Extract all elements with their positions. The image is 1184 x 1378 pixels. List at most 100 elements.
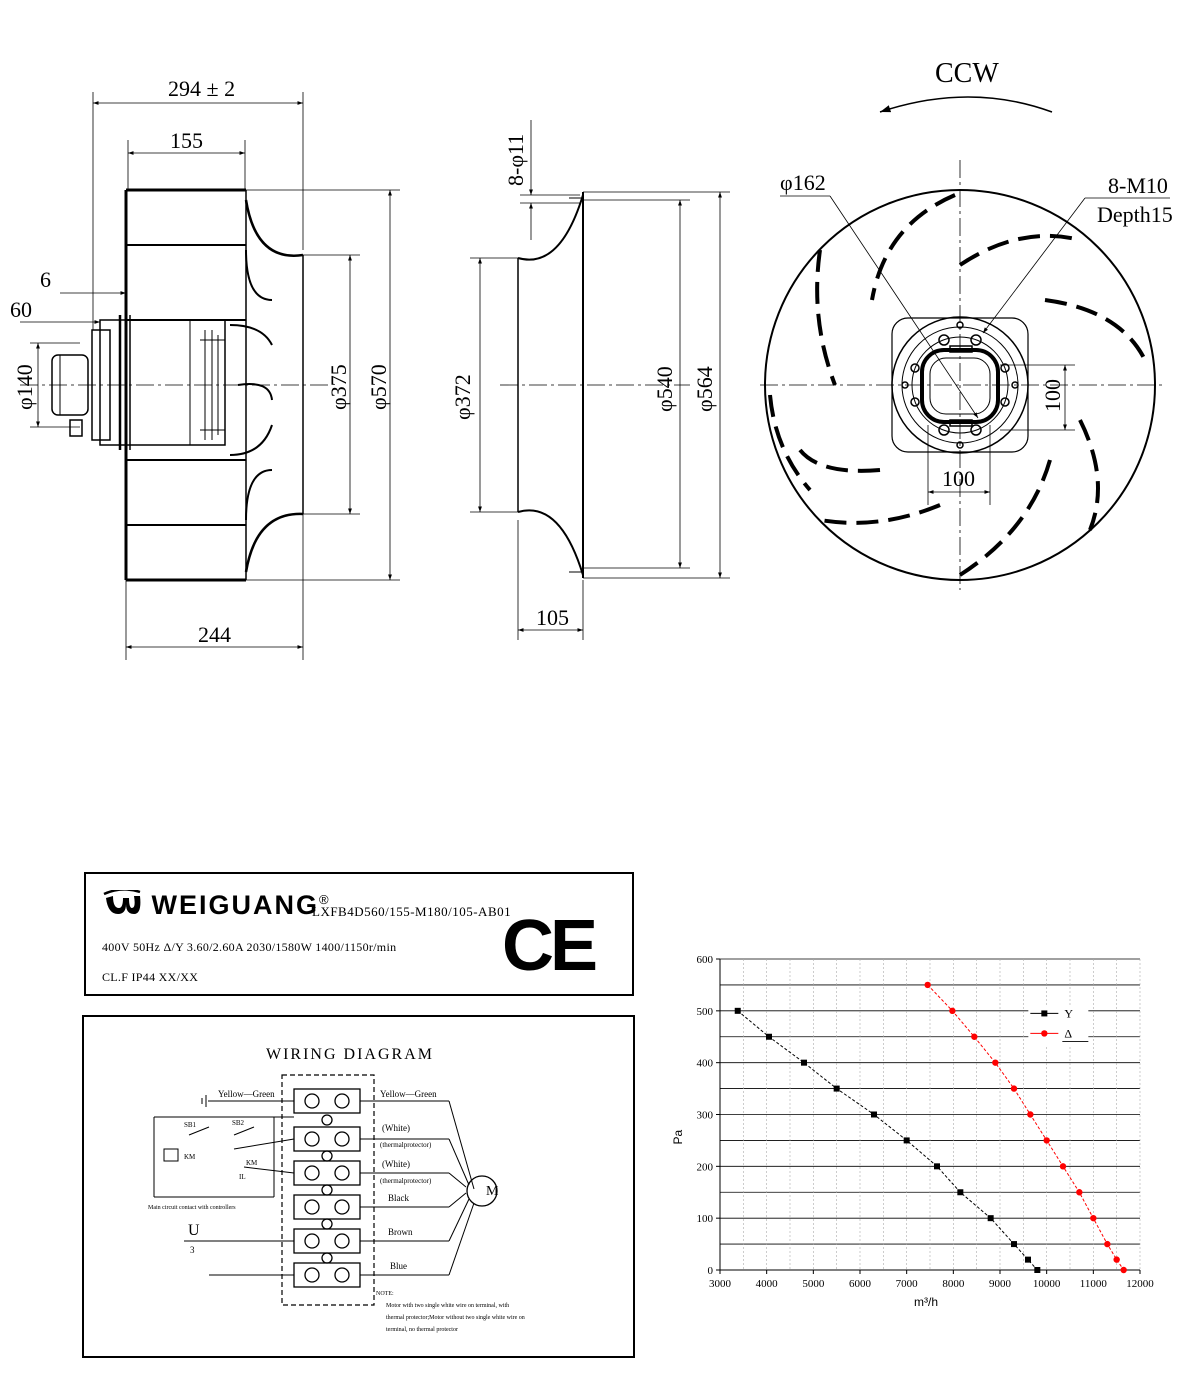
data-point xyxy=(1104,1240,1111,1248)
dim-d375: φ375 xyxy=(326,364,351,410)
legend-label: Δ xyxy=(1064,1026,1072,1040)
front-view-labels: CCW φ162 8-M10 Depth15 100 100 xyxy=(780,58,1173,491)
note-line-2: thermal protector;Motor without two sing… xyxy=(386,1315,525,1321)
dim-d372: φ372 xyxy=(450,374,475,420)
legend-marker xyxy=(1041,1030,1048,1037)
dim-d140: φ140 xyxy=(12,364,37,410)
weiguang-logo-icon xyxy=(103,888,141,914)
dim-100-horizontal: 100 xyxy=(942,466,975,491)
data-point xyxy=(903,1137,910,1144)
data-point xyxy=(924,981,931,989)
data-point xyxy=(1120,1266,1127,1274)
km1-label: KM xyxy=(184,1153,196,1161)
model-number: LXFB4D560/155-M180/105-AB01 xyxy=(312,904,512,919)
dim-100-vertical: 100 xyxy=(1040,379,1065,412)
front-view xyxy=(760,96,1170,590)
wiring-left-yellow-green: Yellow—Green xyxy=(218,1089,275,1099)
y-tick-label: 0 xyxy=(708,1265,714,1277)
data-point xyxy=(934,1163,940,1170)
x-tick-label: 5000 xyxy=(802,1278,825,1290)
dim-60: 60 xyxy=(10,297,32,322)
legend-marker xyxy=(1041,1010,1048,1017)
x-tick-label: 11000 xyxy=(1080,1278,1108,1290)
wiring-title: WIRING DIAGRAM xyxy=(266,1046,434,1063)
side-view-labels: 294 ± 2 155 6 60 φ140 φ375 φ570 244 xyxy=(10,76,391,647)
inlet-ring-view xyxy=(470,120,730,640)
data-point xyxy=(1010,1085,1018,1092)
x-tick-label: 12000 xyxy=(1126,1278,1154,1290)
wiring-diagram-panel: WIRING DIAGRAM xyxy=(82,1015,635,1358)
dim-holes: 8-φ11 xyxy=(503,134,528,186)
data-point xyxy=(734,1007,741,1014)
wire-white-1: (White) xyxy=(382,1123,410,1133)
y-axis-label: Pa xyxy=(671,1129,685,1144)
wire-black: Black xyxy=(388,1193,409,1203)
sb1-label: SB1 xyxy=(184,1121,197,1129)
series-line-1 xyxy=(927,984,1125,1271)
wiring-diagram: WIRING DIAGRAM xyxy=(148,1046,525,1333)
y-tick-label: 300 xyxy=(697,1110,714,1122)
il-label: IL xyxy=(239,1173,246,1181)
x-tick-label: 9000 xyxy=(989,1278,1012,1290)
y-tick-label: 200 xyxy=(697,1161,714,1173)
main-circuit-label: Main circuit contact with controllers xyxy=(148,1205,236,1211)
motor-symbol: M xyxy=(486,1184,499,1199)
data-point xyxy=(1027,1111,1034,1118)
chart-series xyxy=(734,981,1127,1274)
wire-blue: Blue xyxy=(390,1261,407,1271)
brand: WEIGUANG® xyxy=(102,888,331,921)
x-tick-label: 7000 xyxy=(896,1278,919,1290)
wire-thermal-1: (thermalprotector) xyxy=(380,1141,432,1149)
chart-legend: YΔ xyxy=(1028,1005,1089,1046)
x-axis-label: m³/h xyxy=(914,1295,938,1309)
dim-244: 244 xyxy=(198,622,231,647)
y-tick-label: 100 xyxy=(697,1213,714,1225)
data-point xyxy=(801,1059,807,1066)
wire-yellow-green: Yellow—Green xyxy=(380,1089,437,1099)
dim-d162: φ162 xyxy=(780,170,826,195)
data-point xyxy=(1076,1189,1083,1196)
dim-overall-length: 294 ± 2 xyxy=(168,76,235,101)
data-point xyxy=(1059,1163,1067,1170)
note-title: NOTE: xyxy=(376,1291,394,1297)
data-point xyxy=(1090,1214,1097,1222)
data-point xyxy=(971,1033,978,1040)
dim-d564: φ564 xyxy=(692,366,717,412)
x-tick-label: 6000 xyxy=(849,1278,872,1290)
dim-6: 6 xyxy=(40,267,51,292)
data-point xyxy=(766,1033,772,1040)
wire-brown: Brown xyxy=(388,1227,413,1237)
sb2-label: SB2 xyxy=(232,1119,245,1127)
brand-name: WEIGUANG xyxy=(151,890,320,920)
wire-thermal-2: (thermalprotector) xyxy=(380,1177,432,1185)
u-subscript: 3 xyxy=(190,1245,195,1255)
x-tick-label: 10000 xyxy=(1033,1278,1061,1290)
technical-drawing: 294 ± 2 155 6 60 φ140 φ375 φ570 244 8 xyxy=(10,58,1173,660)
data-point xyxy=(987,1215,994,1222)
x-tick-label: 8000 xyxy=(942,1278,965,1290)
y-tick-label: 600 xyxy=(697,954,714,966)
data-point xyxy=(1043,1137,1050,1144)
y-tick-label: 500 xyxy=(697,1006,714,1018)
data-point xyxy=(1011,1241,1017,1248)
y-tick-label: 400 xyxy=(697,1058,714,1070)
dim-depth: Depth15 xyxy=(1097,202,1173,227)
data-point xyxy=(1113,1256,1120,1263)
nameplate: WEIGUANG® LXFB4D560/155-M180/105-AB01 40… xyxy=(84,872,634,996)
km2-label: KM xyxy=(246,1159,258,1167)
spec-line-1: 400V 50Hz Δ/Y 3.60/2.60A 2030/1580W 1400… xyxy=(102,940,397,954)
data-point xyxy=(1025,1256,1031,1263)
data-point xyxy=(1034,1267,1041,1273)
inlet-ring-labels: 8-φ11 φ372 φ540 φ564 105 xyxy=(450,134,717,630)
data-point xyxy=(992,1059,999,1066)
chart-grid xyxy=(719,958,1141,1271)
dim-thread: 8-M10 xyxy=(1108,173,1168,198)
x-tick-label: 3000 xyxy=(709,1278,732,1290)
legend-bg xyxy=(1028,1005,1089,1046)
legend-label: Y xyxy=(1064,1006,1073,1020)
wire-white-2: (White) xyxy=(382,1159,410,1169)
data-point xyxy=(957,1189,964,1196)
u-label: U xyxy=(188,1222,200,1239)
